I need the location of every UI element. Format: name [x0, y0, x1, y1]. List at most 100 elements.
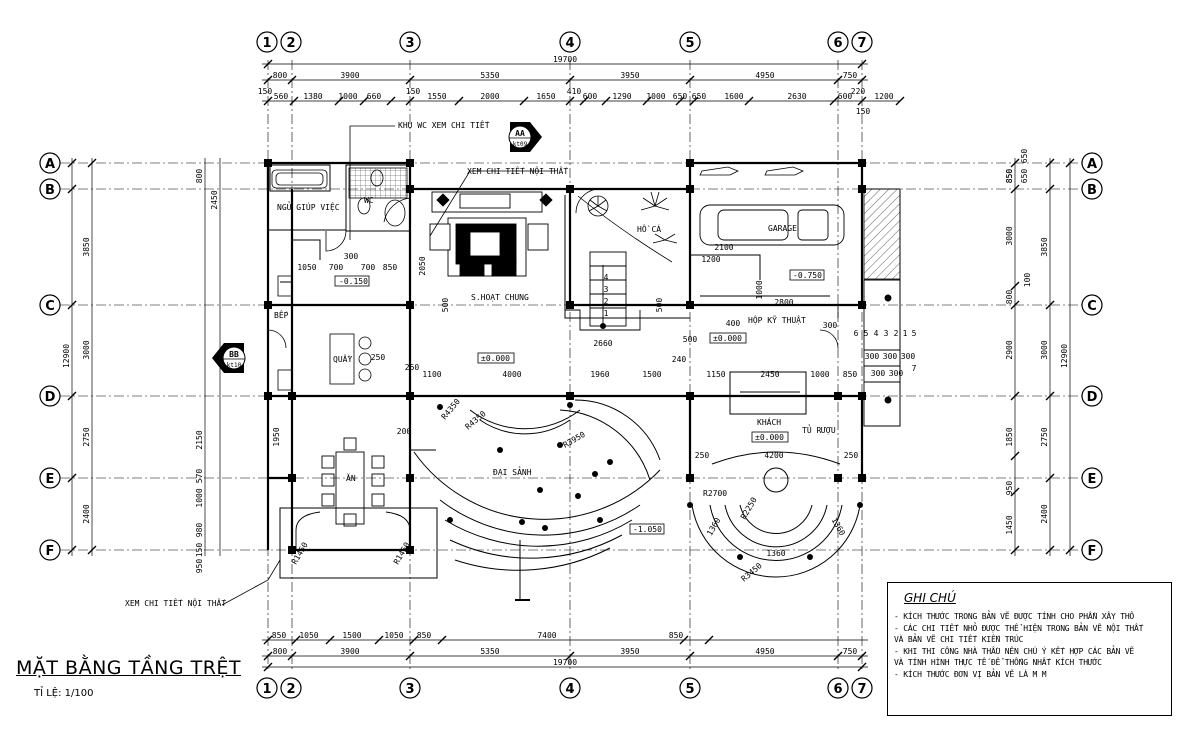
dim: 1850 [1005, 427, 1014, 446]
section-mark-bb: BB kt10 [212, 343, 246, 373]
callout-wc-detail: KHU WC XEM CHI TIẾT [398, 119, 490, 130]
dim: 1000 [338, 92, 357, 101]
drawing-scale: TỈ LỆ: 1/100 [34, 688, 94, 699]
dim: 800 [1005, 290, 1014, 305]
dim: 850 [1005, 169, 1014, 184]
radius: R4350 [440, 397, 462, 421]
dim: 1500 [642, 370, 661, 379]
dim: 2 [604, 297, 609, 306]
dim: 150 [406, 87, 421, 96]
dim: 980 [195, 523, 204, 538]
dim: 300 [889, 369, 904, 378]
top-cars [699, 166, 804, 176]
radius-labels: R4350 R4350 R3950 R1450 R1450 R2700 R225… [290, 397, 764, 584]
dim: 800 [273, 647, 288, 656]
dim: 1200 [701, 255, 720, 264]
east-hatch [863, 188, 901, 280]
dim: 650 [1020, 149, 1029, 164]
axis-label: F [46, 544, 55, 559]
dim: 100 [1023, 273, 1032, 288]
section-bb-sheet: kt10 [227, 362, 242, 369]
dim: 220 [851, 87, 866, 96]
dim: 500 [441, 298, 450, 313]
axis-label: 4 [565, 36, 574, 51]
dim: 400 [726, 319, 741, 328]
dim: 750 [843, 647, 858, 656]
dim: 2630 [787, 92, 806, 101]
level: ±0.000 [713, 334, 742, 343]
axis-bubbles-left [39, 152, 61, 561]
dim: 5350 [480, 647, 499, 656]
radius: R3950 [562, 430, 588, 450]
dim: 850 [417, 631, 432, 640]
dim: 1360 [766, 549, 785, 558]
dim-total: 12900 [1060, 344, 1069, 368]
room-label-guest: KHÁCH [757, 416, 781, 427]
dim: 650 [1020, 169, 1029, 184]
room-label-kitchen: BẾP [274, 309, 289, 320]
axis-label: A [1087, 157, 1097, 172]
dim: 2450 [210, 190, 219, 209]
axis-labels-bottom: 1 2 3 4 5 6 7 [262, 682, 866, 697]
notes-line: - CÁC CHI TIẾT NHỎ ĐƯỢC THỂ HIỆN TRONG B… [894, 623, 1144, 633]
dimension-ticks [67, 59, 1075, 672]
dim: 1 [903, 329, 908, 338]
east-stair [863, 279, 901, 427]
dim: 250 [371, 353, 386, 362]
dim: 5350 [480, 71, 499, 80]
left-dimension-texts: 12900 3850 3000 2750 2400 800 2450 2150 … [62, 169, 281, 574]
notes-title: GHI CHÚ [904, 591, 956, 605]
dim: 7 [912, 364, 917, 373]
level: ±0.000 [481, 354, 510, 363]
dim: 2400 [82, 504, 91, 523]
dim: 1380 [303, 92, 322, 101]
dim: 1000 [755, 280, 764, 299]
room-label-wine: TỦ RƯỢU [802, 424, 836, 435]
dim: 3900 [340, 647, 359, 656]
dim: 2750 [1040, 427, 1049, 446]
dim: 1550 [427, 92, 446, 101]
room-label-bar: QUẦY [333, 353, 352, 364]
notes-box: GHI CHÚ - KÍCH THƯỚC TRONG BẢN VẼ ĐƯỢC T… [887, 582, 1172, 716]
axis-label: B [45, 183, 55, 198]
living-furniture [429, 191, 553, 277]
top-dimension-texts: 19700 800 3900 5350 3950 4950 750 150 56… [258, 55, 894, 116]
callout-interior-top: XEM CHI TIẾT NỘI THẤT [467, 165, 568, 176]
axis-label: D [1087, 390, 1098, 405]
dim: 2000 [480, 92, 499, 101]
dim: 1050 [384, 631, 403, 640]
right-dimension-texts: 12900 3850 3000 2750 2400 850 650 800 30… [1005, 149, 1069, 535]
dim: 3850 [1040, 237, 1049, 256]
pond-plants [577, 191, 678, 263]
dim: 650 [673, 92, 688, 101]
notes-line: VÀ BẢN VẼ CHI TIẾT KIẾN TRÚC [894, 635, 1024, 644]
axis-label: 5 [685, 36, 694, 51]
dim: 7400 [537, 631, 556, 640]
room-label-hall: ĐẠI SẢNH [493, 466, 532, 477]
inner-dimension-texts: 1050 700 700 850 300 2050 500 250 250 11… [297, 243, 916, 558]
dim: 2150 [195, 430, 204, 449]
dim: 850 [843, 370, 858, 379]
dim: 150 [258, 87, 273, 96]
dim: 300 [823, 321, 838, 330]
room-label-tech: HỘP KỸ THUẬT [748, 315, 806, 325]
radius: R3450 [740, 561, 764, 583]
axis-label: D [45, 390, 56, 405]
notes-line: - KÍCH THƯỚC TRONG BẢN VẼ ĐƯỢC TÍNH CHO … [894, 612, 1135, 621]
dim: 1360 [829, 516, 847, 537]
dim: 1950 [272, 427, 281, 446]
dim: 3 [884, 329, 889, 338]
dim: 4 [874, 329, 879, 338]
dim: 700 [329, 263, 344, 272]
axis-labels-top: 1 2 3 4 5 6 7 [262, 36, 866, 51]
dim: 1650 [536, 92, 555, 101]
level-markers [334, 269, 825, 535]
radius: R2250 [739, 495, 759, 521]
dim: 850 [669, 631, 684, 640]
dim: 1960 [590, 370, 609, 379]
dim: 2900 [1005, 340, 1014, 359]
dim: 300 [871, 369, 886, 378]
dim: 2800 [774, 298, 793, 307]
dim: 240 [672, 355, 687, 364]
